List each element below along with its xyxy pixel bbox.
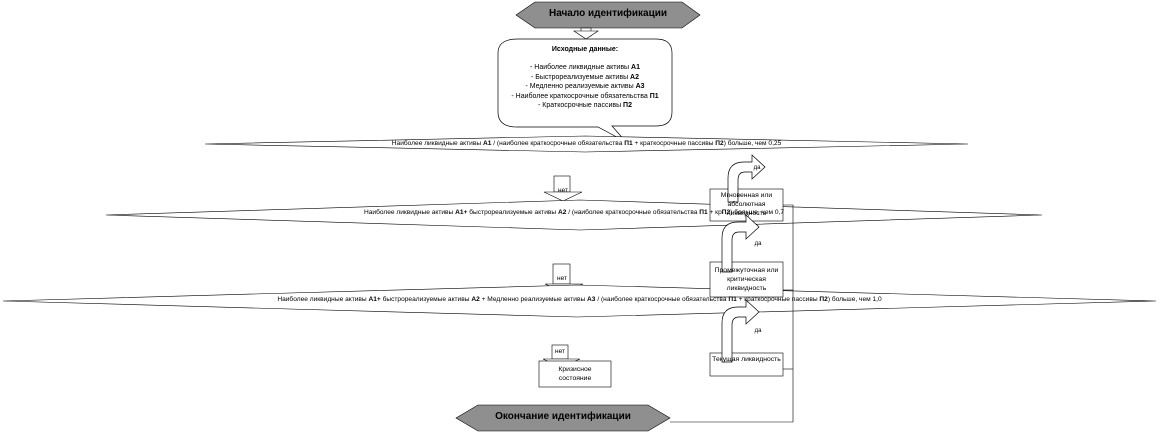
source-item: - Медленно реализуемые активы А3 bbox=[525, 83, 645, 90]
no-label-1: нет bbox=[558, 187, 568, 194]
yes-label-2: да bbox=[754, 241, 762, 247]
crisis-label: Кризисное состояние bbox=[558, 366, 592, 382]
result-3-label: Текущая ликвидность bbox=[712, 356, 781, 363]
source-item: - Наиболее краткосрочные обязательства П… bbox=[511, 92, 659, 100]
condition-1-text: Наиболее ликвидные активы А1 / (наиболее… bbox=[391, 140, 782, 147]
crisis-box-shape bbox=[538, 360, 612, 388]
yes-label-1: да bbox=[753, 165, 761, 171]
no-label-2: нет bbox=[557, 275, 567, 282]
yes-arrow-1 bbox=[727, 154, 766, 203]
condition-3-text: Наиболее ликвидные активы А1+ быстрореал… bbox=[277, 296, 882, 303]
yes-label-3: да bbox=[754, 328, 762, 334]
yes-arrow-2 bbox=[721, 214, 760, 273]
connector-result-1-to-end bbox=[670, 204, 794, 423]
source-title: Исходные данные: bbox=[551, 46, 619, 53]
result-1-label: Мгновенная или абсолютная ликвидность bbox=[720, 192, 773, 217]
source-item: - Краткосрочные пассивы П2 bbox=[538, 102, 632, 109]
condition-3-shape bbox=[2, 284, 1157, 318]
source-item-list: - Наиболее ликвидные активы А1 - Быстрор… bbox=[498, 63, 672, 111]
no-arrow-1-head bbox=[543, 191, 583, 202]
result-box-2-shape bbox=[709, 261, 784, 298]
source-data-callout bbox=[497, 38, 673, 143]
end-label: Окончание идентификации bbox=[495, 411, 631, 422]
condition-1-shape bbox=[204, 135, 969, 153]
source-item: - Наиболее ликвидные активы А1 bbox=[529, 64, 640, 71]
end-terminal-shape bbox=[455, 404, 671, 432]
source-item: - Быстрореализуемые активы А2 bbox=[531, 73, 639, 81]
start-label: Начало идентификации bbox=[548, 8, 668, 19]
no-label-3: нет bbox=[555, 348, 565, 355]
arrow-down-start bbox=[573, 30, 599, 40]
condition-2-text: Наиболее ликвидные активы А1+ быстрореал… bbox=[363, 209, 785, 216]
condition-2-shape bbox=[105, 199, 1043, 231]
yes-arrow-3 bbox=[721, 299, 760, 363]
start-terminal-shape bbox=[515, 1, 701, 29]
result-2-label: Промежуточная или критическая ликвидност… bbox=[714, 267, 779, 292]
